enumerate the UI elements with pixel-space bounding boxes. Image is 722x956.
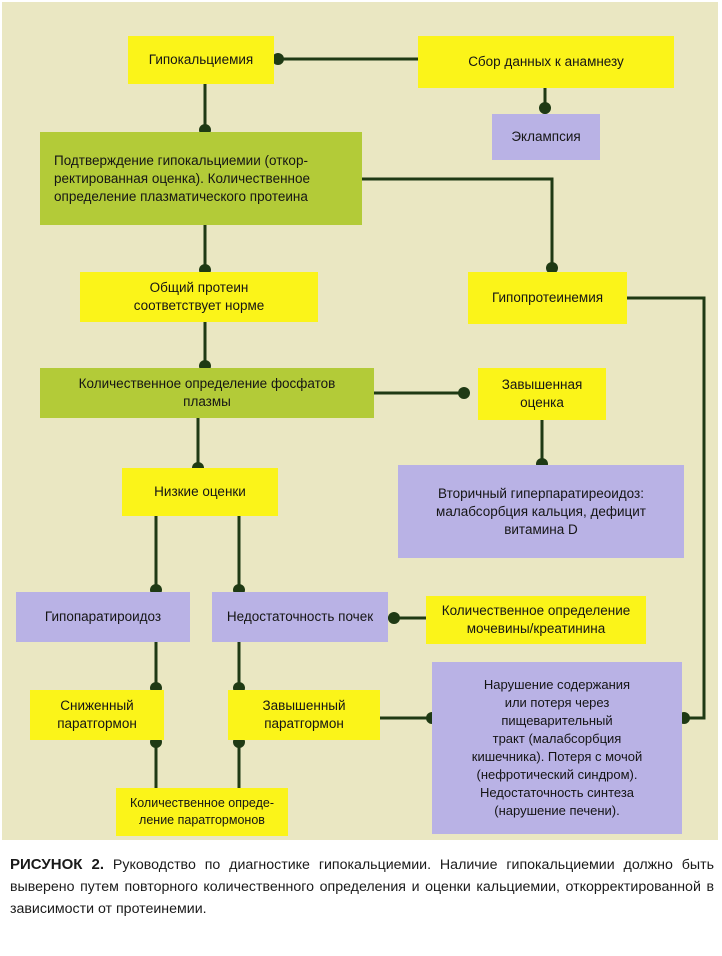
node-label-line: плазмы	[183, 394, 231, 409]
node-label-line: Количественное определение фосфатов	[78, 376, 336, 391]
node-phosphate: Количественное определение фосфатов плаз…	[40, 368, 374, 418]
node-label-line: ление паратгормонов	[139, 813, 265, 827]
node-label-line: тракт (малабсорбция	[492, 731, 622, 746]
node-label: Сбор данных к анамнезу	[468, 54, 624, 69]
node-label-line: Сниженный	[60, 698, 134, 713]
node-renal-failure: Недостаточность почек	[212, 592, 388, 642]
node-label: Низкие оценки	[154, 484, 246, 499]
node-history: Сбор данных к анамнезу	[418, 36, 674, 88]
node-label-line: оценка	[520, 395, 564, 410]
node-label-line: Общий протеин	[149, 280, 249, 295]
node-label-line: Завышенная	[501, 377, 583, 392]
node-label-line: кишечника). Потеря с мочой	[471, 749, 643, 764]
node-label: Эклампсия	[511, 129, 581, 144]
node-pth-low: Сниженный паратгормон	[30, 690, 164, 740]
node-label: Гипопаратироидоз	[44, 609, 162, 624]
node-confirm-hypocalcemia: Подтверждение гипокальциемии (откор- рек…	[40, 132, 362, 225]
connector-dot	[546, 262, 558, 274]
node-label-line: Недостаточность синтеза	[479, 785, 635, 800]
node-label-line: или потеря через	[504, 695, 610, 710]
node-label-line: паратгормон	[264, 716, 344, 731]
flowchart: Гипокальциемия Сбор данных к анамнезу Эк…	[2, 2, 718, 840]
node-label-line: мочевины/креатинина	[466, 621, 606, 636]
connector-dot	[272, 53, 284, 65]
connector-dot	[539, 102, 551, 114]
node-label-line: Завышенный	[262, 698, 346, 713]
node-label-line: (нефротический синдром).	[476, 767, 638, 782]
wire-hypoproteinemia-loss	[627, 296, 706, 720]
node-elevated-score: Завышенная оценка	[478, 368, 606, 420]
caption-label: РИСУНОК 2.	[10, 856, 105, 873]
node-label: Недостаточность почек	[226, 609, 374, 624]
node-label-line: витамина D	[504, 521, 578, 537]
node-low-scores: Низкие оценки	[122, 468, 278, 516]
connector-dot	[388, 612, 400, 624]
node-label-line: Подтверждение гипокальциемии (откор-	[54, 152, 308, 168]
node-label-line: (нарушение печени).	[494, 803, 620, 818]
node-hypoproteinemia: Гипопротеинемия	[468, 272, 627, 324]
node-urea-creatinine: Количественное определение мочевины/креа…	[426, 596, 646, 644]
node-protein-normal: Общий протеин соответствует норме	[80, 272, 318, 322]
node-pth-high: Завышенный паратгормон	[228, 690, 380, 740]
node-label: Гипопротеинемия	[491, 290, 604, 305]
node-hypocalcemia: Гипокальциемия	[128, 36, 274, 84]
node-label-line: Вторичный гиперпаратиреоидоз:	[438, 485, 644, 501]
node-label-line: Количественное определение	[441, 603, 631, 618]
node-label-line: Количественное опреде-	[129, 796, 275, 810]
node-label-line: малабсорбция кальция, дефицит	[436, 503, 646, 519]
wire-confirm-hypoproteinemia	[362, 177, 554, 272]
node-label-line: соответствует норме	[133, 298, 265, 313]
node-gi-renal-loss: Нарушение содержания или потеря через пи…	[432, 662, 682, 834]
caption-text: Руководство по диагностике гипокальциеми…	[10, 857, 714, 917]
node-label-line: Нарушение содержания	[483, 677, 631, 692]
node-secondary-hyperparathyroidism: Вторичный гиперпаратиреоидоз: малабсорбц…	[398, 465, 684, 558]
node-label: Гипокальциемия	[148, 52, 254, 67]
connector-dot	[458, 387, 470, 399]
node-pth-measurement: Количественное опреде- ление паратгормон…	[116, 788, 288, 836]
node-label-line: ректированная оценка). Количественное	[54, 170, 311, 186]
node-eclampsia: Эклампсия	[492, 114, 600, 160]
node-label-line: пищеварительный	[501, 713, 613, 728]
node-label-line: паратгормон	[57, 716, 137, 731]
node-label-line: определение плазматического протеина	[54, 188, 308, 204]
node-hypoparathyroidism: Гипопаратироидоз	[16, 592, 190, 642]
figure-caption: РИСУНОК 2. Руководство по диагностике ги…	[10, 854, 714, 920]
